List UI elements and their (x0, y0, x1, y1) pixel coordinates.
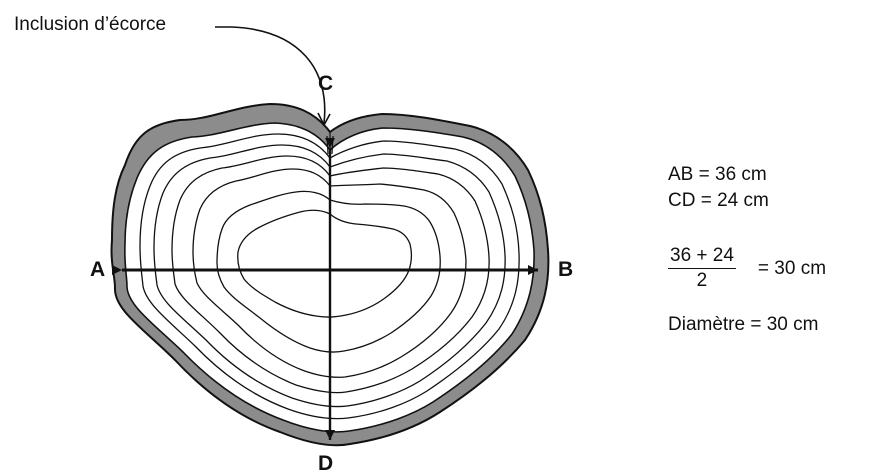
fraction-denominator: 2 (697, 269, 708, 292)
fraction-numerator: 36 + 24 (668, 245, 736, 269)
measure-cd: CD = 24 cm (668, 190, 769, 212)
point-a-label: A (90, 258, 105, 282)
formula-result: = 30 cm (758, 258, 826, 280)
measure-ab: AB = 36 cm (668, 164, 767, 186)
average-formula: 36 + 24 2 = 30 cm (668, 245, 826, 292)
point-c-label: C (318, 72, 333, 96)
fraction: 36 + 24 2 (668, 245, 736, 292)
bark-inclusion-label: Inclusion d’écorce (14, 14, 166, 36)
point-d-label: D (318, 452, 333, 476)
diameter-result: Diamètre = 30 cm (668, 314, 818, 336)
point-b-label: B (558, 258, 573, 282)
